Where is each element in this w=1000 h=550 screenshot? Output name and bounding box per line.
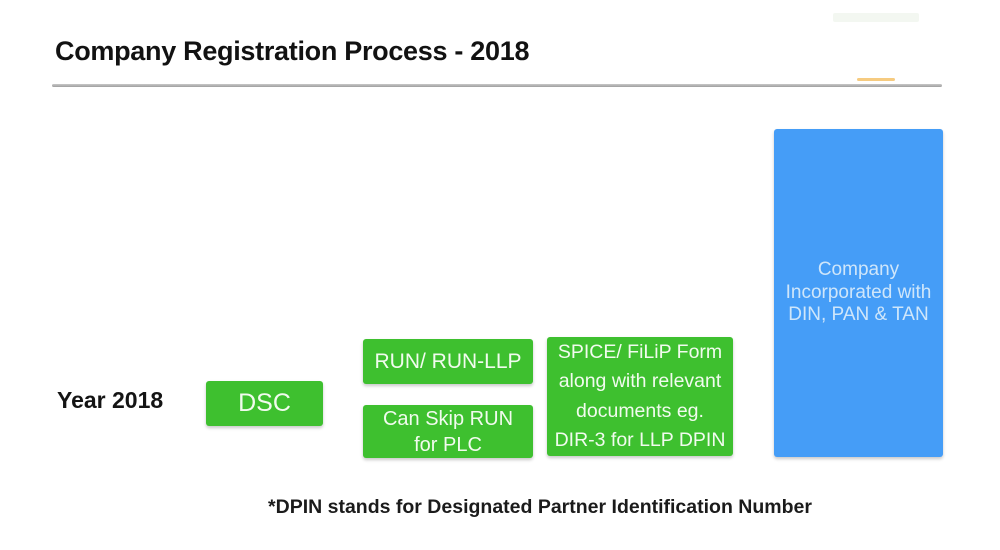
step-box-dsc: DSC xyxy=(206,381,323,426)
page-title: Company Registration Process - 2018 xyxy=(55,36,530,66)
step-box-skip-run: Can Skip RUN for PLC xyxy=(363,405,533,458)
year-label: Year 2018 xyxy=(57,387,164,413)
title-divider xyxy=(52,84,942,87)
step-box-spice: SPICE/ FiLiP Form along with relevant do… xyxy=(547,337,733,456)
watermark-smudge xyxy=(833,13,919,22)
step-box-run: RUN/ RUN-LLP xyxy=(363,339,533,384)
result-box-incorporated: Company Incorporated with DIN, PAN & TAN xyxy=(774,129,943,457)
footnote: *DPIN stands for Designated Partner Iden… xyxy=(268,496,812,518)
accent-tick xyxy=(857,78,895,81)
